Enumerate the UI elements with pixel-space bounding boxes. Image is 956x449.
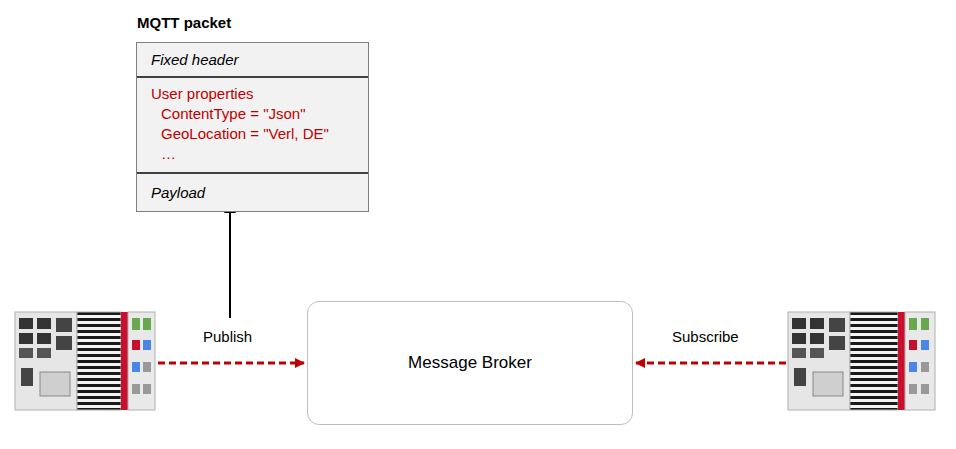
broker-label: Message Broker — [398, 353, 542, 373]
packet-arrow — [229, 213, 231, 318]
section-label: Fixed header — [151, 50, 354, 70]
packet-box: MQTT packetFixed headerUser propertiesCo… — [136, 42, 369, 212]
section-heading: User properties — [151, 84, 354, 104]
subscribe-arrow — [636, 362, 786, 365]
controller-device — [15, 312, 155, 410]
property-line: ContentType = "Json" — [151, 104, 354, 124]
publish-arrow — [158, 362, 304, 365]
controller-device — [788, 312, 935, 410]
property-line: GeoLocation = "Verl, DE" — [151, 124, 354, 144]
flow-label: Publish — [201, 328, 254, 345]
packet-section: Payload — [137, 174, 368, 211]
packet-section: Fixed header — [137, 43, 368, 78]
packet-title: MQTT packet — [137, 14, 231, 31]
section-label: Payload — [151, 183, 354, 203]
property-line: … — [151, 144, 354, 164]
packet-section: User propertiesContentType = "Json"GeoLo… — [137, 78, 368, 174]
broker-box: Message Broker — [307, 301, 633, 425]
flow-label: Subscribe — [670, 328, 741, 345]
